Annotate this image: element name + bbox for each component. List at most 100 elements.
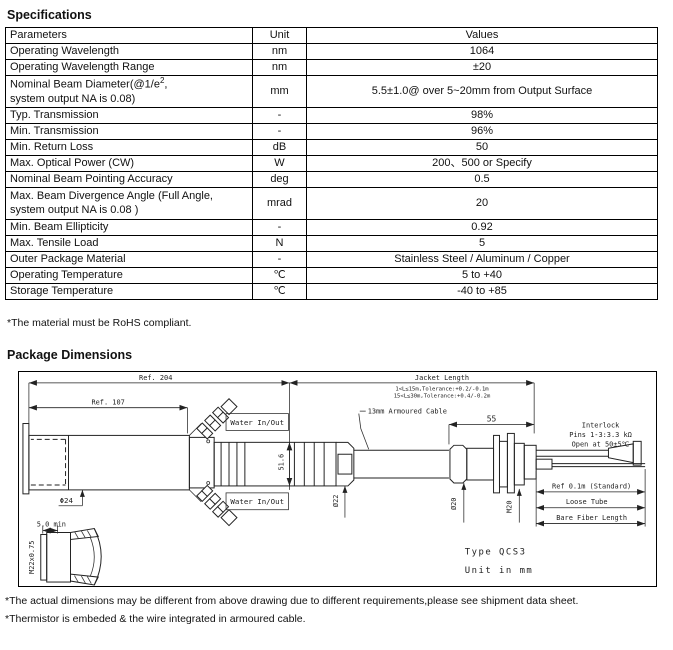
header-unit: Unit xyxy=(252,27,307,44)
value-cell: 98% xyxy=(306,107,658,124)
param-cell: Min. Return Loss xyxy=(5,139,253,156)
dia-24-label: Φ24 xyxy=(60,496,74,505)
unit-cell: dB xyxy=(252,139,307,156)
armoured-cable-label: 13mm Armoured Cable xyxy=(368,408,447,416)
laser-head-body xyxy=(22,423,215,503)
rohs-note: *The material must be RoHS compliant. xyxy=(7,317,192,329)
table-row: Max. Beam Divergence Angle (Full Angle,s… xyxy=(5,187,658,220)
value-cell: 96% xyxy=(306,123,658,140)
drawing-title-block: Type QCS3 Unit in mm xyxy=(465,547,532,576)
dim-5-0-min-label: 5.0 min xyxy=(37,521,66,529)
header-values: Values xyxy=(306,27,658,44)
value-cell: 5 to +40 xyxy=(306,267,658,284)
armoured-cable xyxy=(353,449,449,479)
value-cell: -40 to +85 xyxy=(306,283,658,300)
cad-drawing-svg: Ref. 204 Ref. 107 Jacket Length 1<L≤15m,… xyxy=(22,374,646,586)
unit-cell: ℃ xyxy=(252,267,307,284)
table-header-row: Parameters Unit Values xyxy=(5,27,658,44)
interlock-note: Interlock Pins 1-3:3.3 kΩ Open at 50±5℃ xyxy=(569,421,632,448)
param-cell: Typ. Transmission xyxy=(5,107,253,124)
package-dimensions-drawing: Ref. 204 Ref. 107 Jacket Length 1<L≤15m,… xyxy=(18,371,657,587)
param-cell: Storage Temperature xyxy=(5,283,253,300)
jacket-tolerance-1: 1<L≤15m,Tolerance:+0.2/-0.1m xyxy=(395,386,489,392)
diameter-dimensions: Φ24 Ø22 Ø20 M20 51.6 xyxy=(58,442,522,523)
value-cell: 200、500 or Specify xyxy=(306,155,658,172)
table-row: Nominal Beam Diameter(@1/e2,system outpu… xyxy=(5,75,658,108)
loose-tube-label: Loose Tube xyxy=(566,498,608,506)
table-row: Nominal Beam Pointing Accuracy deg 0.5 xyxy=(5,171,658,188)
param-cell: Outer Package Material xyxy=(5,251,253,268)
specifications-table: Parameters Unit Values Operating Wavelen… xyxy=(5,27,658,300)
jacket-length-label: Jacket Length xyxy=(415,374,469,382)
table-row: Typ. Transmission - 98% xyxy=(5,107,658,124)
param-cell: Min. Transmission xyxy=(5,123,253,140)
specifications-title: Specifications xyxy=(7,8,92,22)
table-row: Max. Tensile Load N 5 xyxy=(5,235,658,252)
param-cell: Min. Beam Ellipticity xyxy=(5,219,253,236)
type-qcs3-label: Type QCS3 xyxy=(465,547,527,557)
param-cell: Max. Beam Divergence Angle (Full Angle,s… xyxy=(5,187,253,220)
ref-01m-label: Ref 0.1m (Standard) xyxy=(552,482,631,490)
water-fitting-upper: Water In/Out xyxy=(196,398,289,444)
param-text: Max. Beam Divergence Angle (Full Angle, xyxy=(10,189,213,202)
header-parameters: Parameters xyxy=(5,27,253,44)
dimension-ref107: Ref. 107 xyxy=(28,399,188,434)
fiber-and-interlock-wire xyxy=(535,440,646,470)
water-fitting-lower: Water In/Out xyxy=(196,481,289,527)
unit-cell: mm xyxy=(252,75,307,108)
param-cell: Operating Wavelength Range xyxy=(5,59,253,76)
param-superscript: 2 xyxy=(159,76,165,86)
table-row: Min. Transmission - 96% xyxy=(5,123,658,140)
value-cell: Stainless Steel / Aluminum / Copper xyxy=(306,251,658,268)
param-cell: Nominal Beam Diameter(@1/e2,system outpu… xyxy=(5,75,253,108)
bare-fiber-length-label: Bare Fiber Length xyxy=(556,514,627,522)
dimension-ref204: Ref. 204 xyxy=(28,374,290,490)
unit-cell: - xyxy=(252,251,307,268)
value-cell: 0.5 xyxy=(306,171,658,188)
value-cell: ±20 xyxy=(306,59,658,76)
table-row: Operating Temperature ℃ 5 to +40 xyxy=(5,267,658,284)
value-cell: 50 xyxy=(306,139,658,156)
unit-cell: mrad xyxy=(252,187,307,220)
param-cell: Nominal Beam Pointing Accuracy xyxy=(5,171,253,188)
unit-cell: W xyxy=(252,155,307,172)
m20-label: M20 xyxy=(505,500,513,513)
thread-detail: 5.0 min M22x0.75 xyxy=(28,521,102,586)
dim-51-6-label: 51.6 xyxy=(278,454,286,471)
value-cell: 0.92 xyxy=(306,219,658,236)
param-cell: Max. Optical Power (CW) xyxy=(5,155,253,172)
fiber-length-dimensions: Ref 0.1m (Standard) Loose Tube Bare Fibe… xyxy=(535,469,646,527)
table-row: Outer Package Material - Stainless Steel… xyxy=(5,251,658,268)
table-row: Storage Temperature ℃ -40 to +85 xyxy=(5,283,658,300)
unit-cell: N xyxy=(252,235,307,252)
armoured-cable-callout: 13mm Armoured Cable xyxy=(358,408,447,450)
unit-cell: - xyxy=(252,219,307,236)
output-connector xyxy=(449,432,537,494)
param-text: , xyxy=(164,79,168,92)
table-row: Min. Beam Ellipticity - 0.92 xyxy=(5,219,658,236)
dimension-jacket-length: Jacket Length 1<L≤15m,Tolerance:+0.2/-0.… xyxy=(289,374,535,434)
param-line2: system output NA is 0.08) xyxy=(10,92,136,105)
param-line2: system output NA is 0.08 ) xyxy=(10,203,139,216)
ribbed-body xyxy=(213,441,355,487)
unit-cell: deg xyxy=(252,171,307,188)
water-in-out-upper-label: Water In/Out xyxy=(230,418,284,427)
ref-204-label: Ref. 204 xyxy=(139,374,172,382)
param-cell: Max. Tensile Load xyxy=(5,235,253,252)
dimensions-footnote: *The actual dimensions may be different … xyxy=(5,595,579,607)
interlock-pins-label: Pins 1-3:3.3 kΩ xyxy=(569,431,632,439)
unit-cell: nm xyxy=(252,59,307,76)
dia-20-label: Ø20 xyxy=(450,498,458,511)
table-row: Operating Wavelength nm 1064 xyxy=(5,43,658,60)
table-row: Operating Wavelength Range nm ±20 xyxy=(5,59,658,76)
value-cell: 20 xyxy=(306,187,658,220)
param-cell: Operating Wavelength xyxy=(5,43,253,60)
value-cell: 5 xyxy=(306,235,658,252)
param-cell: Operating Temperature xyxy=(5,267,253,284)
ref-107-label: Ref. 107 xyxy=(91,399,124,407)
table-row: Max. Optical Power (CW) W 200、500 or Spe… xyxy=(5,155,658,172)
value-cell: 5.5±1.0@ over 5~20mm from Output Surface xyxy=(306,75,658,108)
unit-cell: - xyxy=(252,107,307,124)
unit-cell: - xyxy=(252,123,307,140)
